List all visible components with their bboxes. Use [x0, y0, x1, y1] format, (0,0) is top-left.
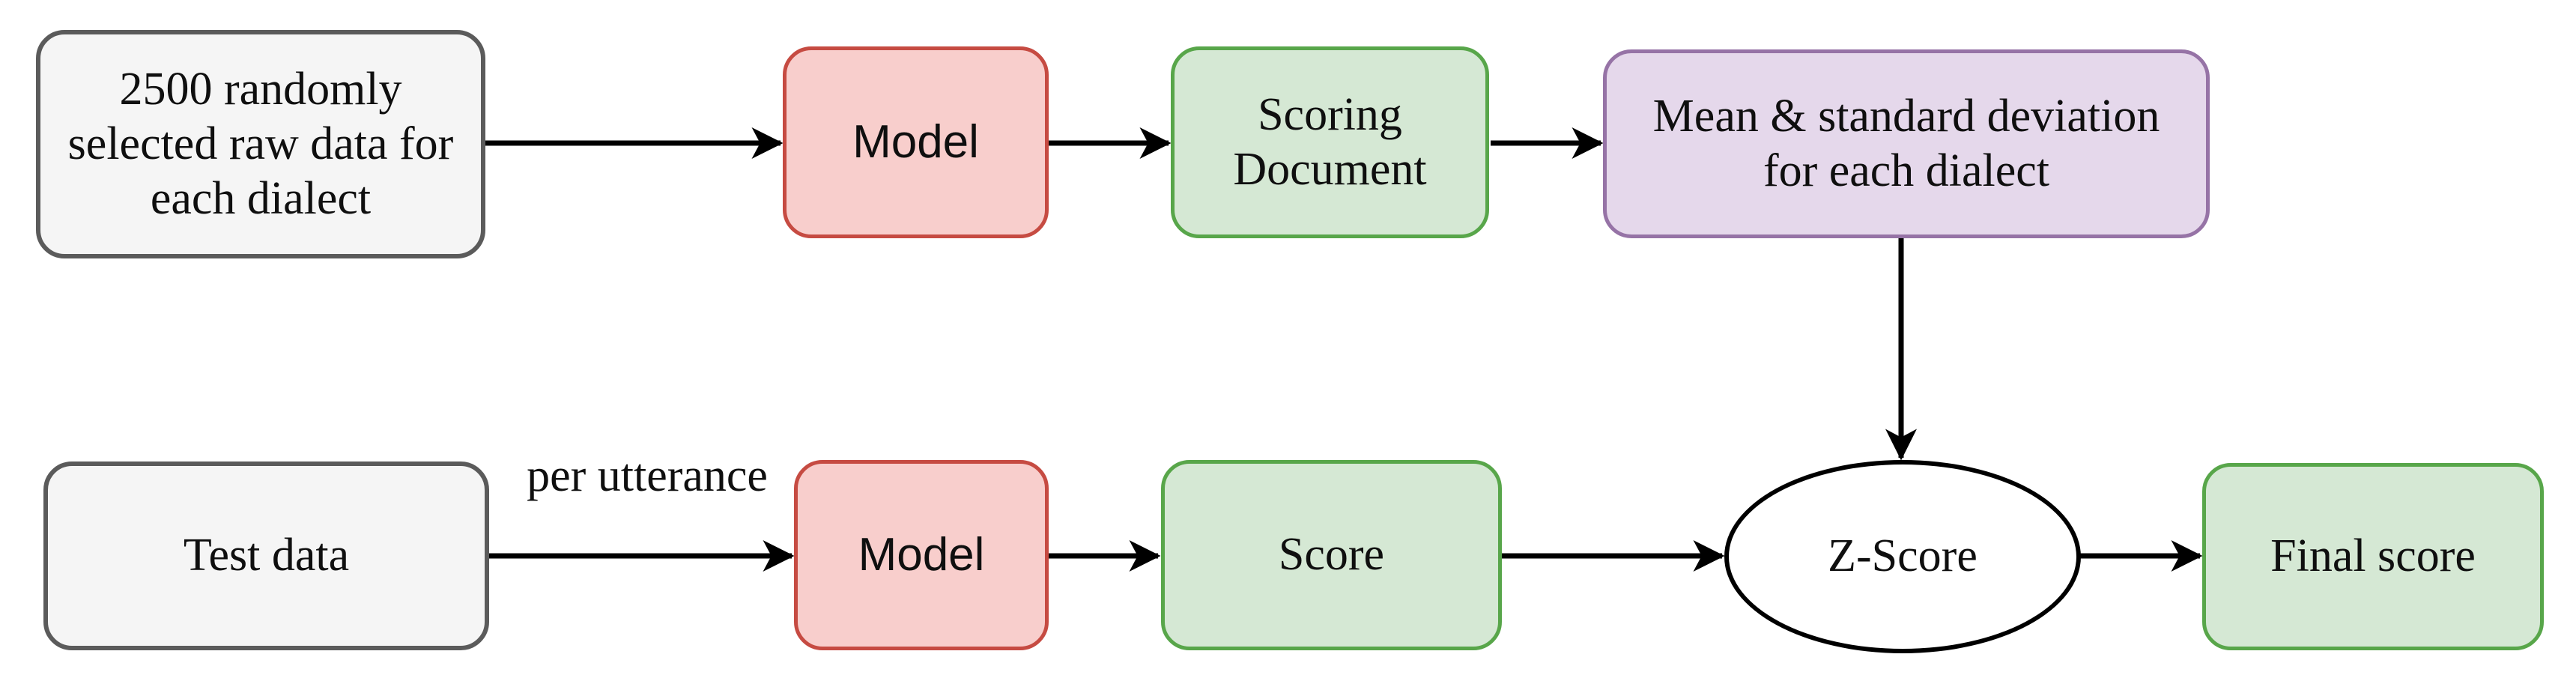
node-score-label: Score: [1278, 529, 1385, 581]
node-mean-std: Mean & standard deviation for each diale…: [1603, 49, 2210, 238]
node-model-top-label: Model: [852, 116, 979, 169]
node-model-bottom: Model: [794, 460, 1049, 650]
node-z-score: Z-Score: [1724, 460, 2081, 653]
node-mean-std-label: Mean & standard deviation for each diale…: [1652, 90, 2160, 196]
node-model-bottom-label: Model: [858, 529, 985, 581]
node-model-top: Model: [783, 46, 1049, 238]
node-test-data: Test data: [43, 461, 489, 650]
node-scoring-document: Scoring Document: [1171, 46, 1489, 238]
node-z-score-label: Z-Score: [1828, 530, 1978, 582]
node-score: Score: [1161, 460, 1502, 650]
node-scoring-document-label: Scoring Document: [1233, 88, 1427, 195]
edge-label-per-utterance: per utterance: [527, 450, 768, 501]
node-test-data-label: Test data: [183, 530, 350, 581]
node-final-score: Final score: [2202, 463, 2544, 650]
node-raw-data: 2500 randomly selected raw data for each…: [36, 30, 485, 258]
node-raw-data-label: 2500 randomly selected raw data for each…: [67, 63, 454, 225]
node-final-score-label: Final score: [2270, 530, 2476, 582]
